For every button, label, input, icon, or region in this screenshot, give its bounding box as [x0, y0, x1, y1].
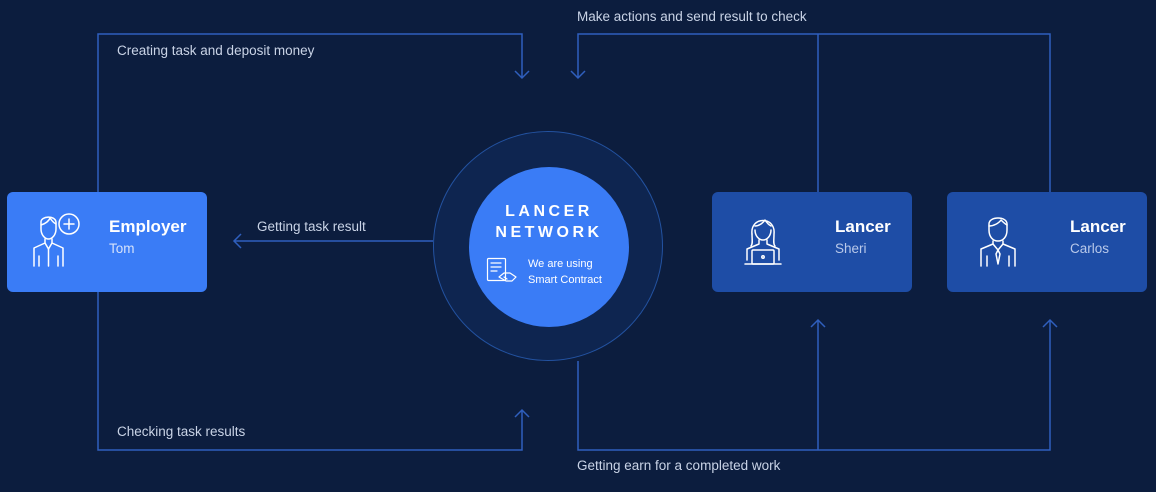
arrow-up-carlos — [1042, 318, 1058, 328]
wire-employer-to-network-top — [97, 33, 523, 192]
smart-contract-handshake-icon — [486, 257, 517, 282]
flow-label-creating-task: Creating task and deposit money — [117, 43, 315, 58]
lancer-role: Lancer — [835, 217, 891, 236]
employer-role: Employer — [109, 217, 187, 236]
flow-label-getting-task-result: Getting task result — [257, 219, 366, 234]
lancer-role: Lancer — [1070, 217, 1126, 236]
arrow-down-left — [514, 70, 530, 80]
arrow-up-sheri — [810, 318, 826, 328]
smart-contract-note-line1: We are using — [528, 258, 593, 270]
lancer-card-sheri: Lancer Sheri — [712, 192, 912, 292]
employer-add-user-icon — [33, 213, 80, 267]
flow-label-make-actions: Make actions and send result to check — [577, 9, 807, 24]
lancer-network-hub: LANCER NETWORK We are using Smart Contra… — [469, 167, 629, 327]
wire-employer-bottom — [97, 292, 523, 451]
network-title-line2: NETWORK — [495, 224, 603, 241]
network-title-line1: LANCER — [505, 203, 593, 220]
lancer-name: Sheri — [835, 241, 867, 256]
female-laptop-user-icon — [744, 219, 782, 265]
lancer-name: Carlos — [1070, 241, 1110, 256]
flow-label-checking-results: Checking task results — [117, 424, 246, 439]
employer-card: Employer Tom — [7, 192, 207, 292]
flow-label-getting-earn: Getting earn for a completed work — [577, 458, 781, 473]
employer-name: Tom — [109, 241, 135, 256]
male-user-icon — [980, 217, 1016, 267]
wire-lancers-to-network-top — [577, 33, 1051, 192]
lancer-card-carlos: Lancer Carlos — [947, 192, 1147, 292]
arrow-down-right — [570, 70, 586, 80]
smart-contract-note-line2: Smart Contract — [528, 274, 602, 286]
arrow-left — [232, 233, 242, 249]
arrow-up-left — [514, 408, 530, 418]
wire-network-to-lancers-bottom — [577, 320, 1051, 451]
